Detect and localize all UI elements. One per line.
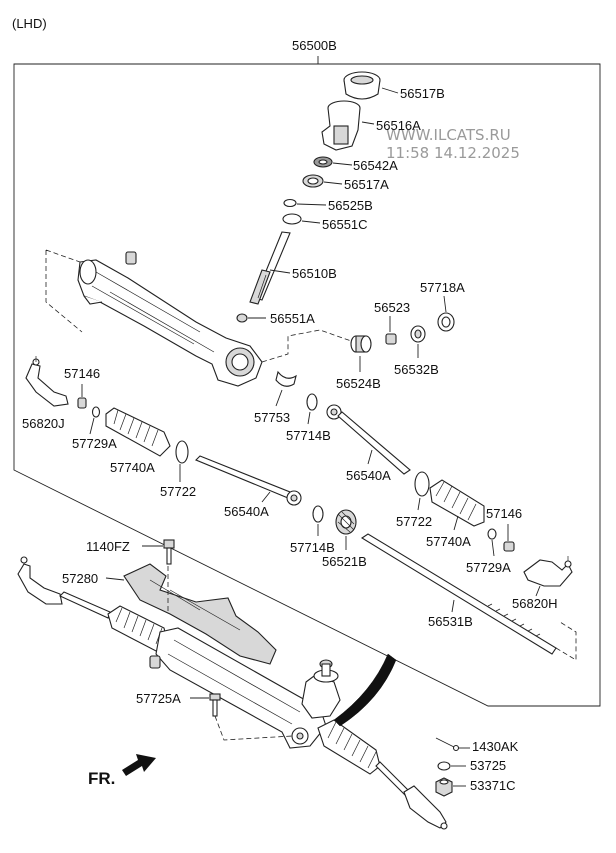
callout-56516A: 56516A <box>376 118 421 133</box>
callout-56525B: 56525B <box>328 198 373 213</box>
part-56820H-tie-rod-end[interactable] <box>523 556 573 587</box>
callout-56517B: 56517B <box>400 86 445 101</box>
part-57714B-ring-lower[interactable] <box>312 505 324 523</box>
part-steering-gear-assembly[interactable] <box>17 556 448 830</box>
part-1430AK-cotter-pin[interactable] <box>435 737 460 752</box>
part-57714B-ring-upper[interactable] <box>306 393 318 411</box>
part-56525B-ring[interactable] <box>283 198 297 208</box>
callout-57146-left: 57146 <box>64 366 100 381</box>
callout-56551C: 56551C <box>322 217 368 232</box>
front-direction-arrow <box>122 754 156 776</box>
callout-56820J: 56820J <box>22 416 65 431</box>
assembly-arrow <box>333 653 397 727</box>
callout-56551A: 56551A <box>270 311 315 326</box>
callout-56540A-left: 56540A <box>224 504 269 519</box>
part-57280-heat-shield[interactable] <box>123 563 277 665</box>
part-56532B-plug[interactable] <box>410 325 426 343</box>
callout-56521B: 56521B <box>322 554 367 569</box>
part-57722-band-right[interactable] <box>414 471 430 497</box>
callout-56524B: 56524B <box>336 376 381 391</box>
part-1140FZ-bolt[interactable] <box>163 539 175 565</box>
callout-57714B-lower: 57714B <box>290 540 335 555</box>
callout-57740A-right: 57740A <box>426 534 471 549</box>
callout-57718A: 57718A <box>420 280 465 295</box>
part-57146-nut-left[interactable] <box>77 397 87 409</box>
callout-57146-right: 57146 <box>486 506 522 521</box>
part-57718A-locknut[interactable] <box>437 312 455 332</box>
part-56820J-tie-rod-end[interactable] <box>25 356 69 407</box>
housing-dashline-left <box>45 249 83 333</box>
housing-dashline-right <box>261 329 355 363</box>
part-57729A-clip-left[interactable] <box>91 406 101 418</box>
part-57146-nut-right[interactable] <box>503 541 515 552</box>
part-56517B-cap[interactable] <box>343 71 381 100</box>
part-56523-spring[interactable] <box>385 333 397 345</box>
callout-57714B-upper: 57714B <box>286 428 331 443</box>
rack-dashline <box>555 621 577 661</box>
watermark-timestamp: 11:58 14.12.2025 <box>386 144 520 162</box>
part-56551C-ring[interactable] <box>282 213 302 225</box>
part-57722-band-left[interactable] <box>175 440 189 464</box>
part-56551A-ring[interactable] <box>236 313 248 323</box>
watermark-site: WWW.ILCATS.RU <box>386 126 511 144</box>
part-56516A-housing[interactable] <box>321 100 361 151</box>
part-57753-bushing[interactable] <box>275 370 297 387</box>
part-53371C-castle-nut[interactable] <box>435 777 453 797</box>
part-56542A-seal[interactable] <box>313 156 333 168</box>
part-57740A-boot-right[interactable] <box>429 479 485 527</box>
part-56521B-bushing[interactable] <box>335 509 357 535</box>
callout-57280: 57280 <box>62 571 98 586</box>
callout-1140FZ: 1140FZ <box>86 539 130 554</box>
callout-56523: 56523 <box>374 300 410 315</box>
callout-56542A: 56542A <box>353 158 398 173</box>
part-56531B-rack-bar[interactable] <box>360 533 557 655</box>
callout-57729A-left: 57729A <box>72 436 117 451</box>
part-57740A-boot-left[interactable] <box>105 407 171 457</box>
assembly-number-label: 56500B <box>292 38 337 53</box>
part-56540A-inner-rod-right[interactable] <box>326 404 411 475</box>
callout-57725A: 57725A <box>136 691 181 706</box>
part-56524B-yoke[interactable] <box>350 335 372 353</box>
part-rack-housing[interactable] <box>77 251 263 387</box>
part-56540A-inner-rod-left[interactable] <box>195 455 302 506</box>
callout-57722-right: 57722 <box>396 514 432 529</box>
callout-53725: 53725 <box>470 758 506 773</box>
callout-57740A-left: 57740A <box>110 460 155 475</box>
callout-56532B: 56532B <box>394 362 439 377</box>
callout-56820H: 56820H <box>512 596 558 611</box>
drive-side-label: (LHD) <box>12 16 47 31</box>
callout-56510B: 56510B <box>292 266 337 281</box>
part-56517A-bearing[interactable] <box>302 174 324 188</box>
callout-57729A-right: 57729A <box>466 560 511 575</box>
callout-57753: 57753 <box>254 410 290 425</box>
callout-53371C: 53371C <box>470 778 516 793</box>
callout-57722-left: 57722 <box>160 484 196 499</box>
part-56510B-pinion[interactable] <box>249 231 291 305</box>
part-57725A-bolt[interactable] <box>209 693 221 717</box>
callout-56517A: 56517A <box>344 177 389 192</box>
part-57729A-clip-right[interactable] <box>487 528 497 540</box>
bolt-dashline <box>214 715 293 741</box>
assembly-frame <box>13 56 601 707</box>
part-53725-washer[interactable] <box>437 761 451 771</box>
callout-56531B: 56531B <box>428 614 473 629</box>
front-direction-label: FR. <box>88 769 115 788</box>
callout-1430AK: 1430AK <box>472 739 519 754</box>
callout-56540A-right: 56540A <box>346 468 391 483</box>
